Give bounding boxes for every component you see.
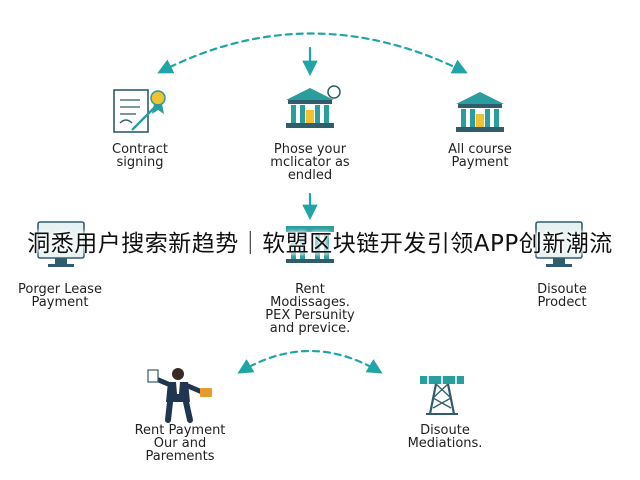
arc-arrow-top: [157, 32, 468, 74]
label-line: Disoute: [420, 423, 470, 438]
bank-building-icon-2: [456, 92, 504, 132]
node-label-contract: Contract signing: [90, 143, 190, 169]
node-label-dispute-product: Disoute Prodect: [512, 283, 612, 309]
label-line: Phose your: [273, 142, 347, 157]
node-label-rentmsg: Rent Modissages. PEX Persunity and previ…: [245, 283, 375, 335]
connector-arrows: [157, 32, 468, 374]
label-line: Rent Payment: [134, 423, 226, 438]
node-label-allcourse: All course Payment: [425, 143, 535, 169]
label-line: Payment: [31, 295, 89, 310]
node-label-phase: Phose your mclicator as endled: [245, 143, 375, 182]
label-line: Prodect: [537, 295, 587, 310]
label-line: endled: [287, 168, 333, 183]
label-line: signing: [116, 155, 164, 170]
label-line: and previce.: [269, 321, 351, 336]
bank-building-icon-1: [286, 85, 341, 128]
label-line: Parements: [145, 449, 215, 464]
headline-banner: 洞悉用户搜索新趋势｜软盟区块链开发引领APP创新潮流: [27, 231, 613, 257]
transmission-tower-icon: [420, 376, 464, 415]
monitor-icon-right: [535, 221, 583, 267]
label-line: mclicator as: [270, 155, 350, 170]
node-label-mediation: Disoute Mediations.: [385, 424, 505, 450]
bank-building-icon-3: [286, 226, 334, 263]
contract-document-icon: [113, 89, 166, 133]
label-line: Modissages.: [270, 295, 350, 310]
label-line: PEX Persunity: [265, 308, 355, 323]
label-line: Rent: [295, 282, 325, 297]
label-line: Contract: [112, 142, 168, 157]
arc-arrow-bottom: [237, 350, 383, 374]
label-line: Mediations.: [407, 436, 483, 451]
businessman-icon: [147, 368, 212, 423]
label-line: Our and: [153, 436, 207, 451]
label-line: Porger Lease: [18, 282, 102, 297]
label-line: Payment: [451, 155, 509, 170]
label-line: All course: [448, 142, 512, 157]
monitor-icon-left: [37, 221, 85, 267]
node-label-rentpay: Rent Payment Our and Parements: [110, 424, 250, 463]
node-label-porger: Porger Lease Payment: [0, 283, 120, 309]
label-line: Disoute: [537, 282, 587, 297]
